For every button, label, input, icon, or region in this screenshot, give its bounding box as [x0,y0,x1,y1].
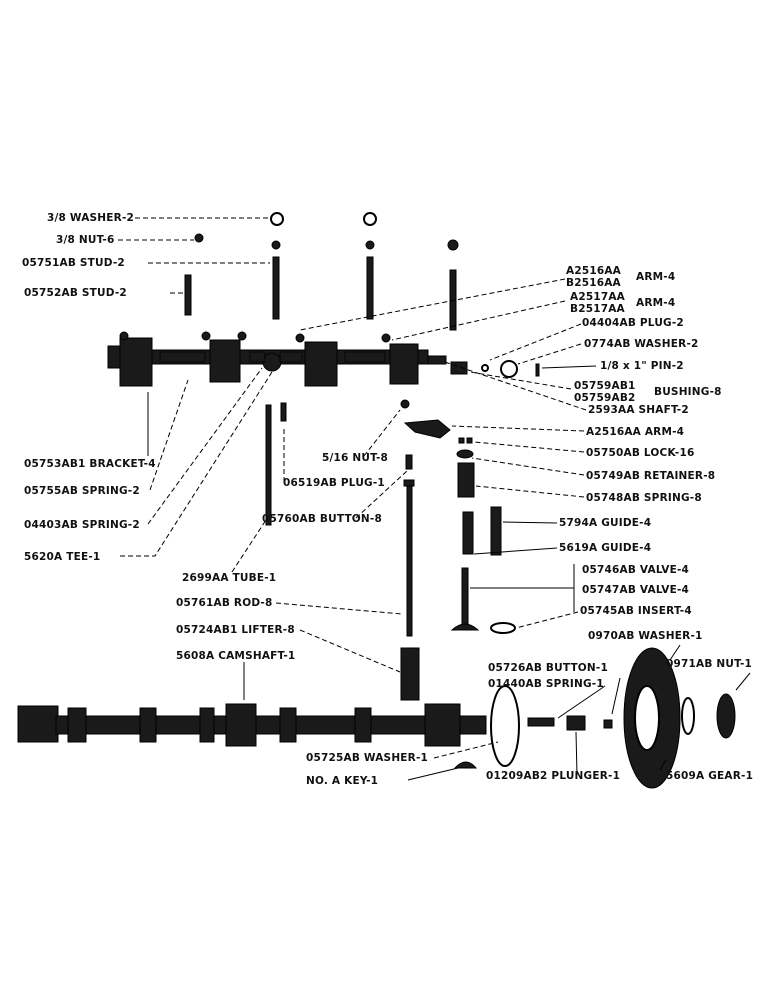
label-guide-5619: 5619A GUIDE-4 [559,542,652,554]
label-tube: 2699AA TUBE-1 [182,572,277,584]
cam-end-parts [453,685,520,769]
label-spring-05748: 05748AB SPRING-8 [586,492,702,504]
label-valve-05747: 05747AB VALVE-4 [582,584,690,596]
label-washer-0970: 0970AB WASHER-1 [588,630,703,642]
label-washer-0774: 0774AB WASHER-2 [584,338,699,350]
label-arm-b2517: B2517AA [570,303,625,315]
label-tee: 5620A TEE-1 [24,551,101,563]
label-gear: 5609A GEAR-1 [666,770,754,782]
shaft-end-parts [450,360,540,378]
tube-parts [265,402,287,526]
camshaft-part [17,703,487,747]
label-arm-group-1: ARM-4 [636,271,676,283]
label-washer-05725: 05725AB WASHER-1 [306,752,429,764]
label-spring-05755: 05755AB SPRING-2 [24,485,140,497]
stud-parts [184,256,457,331]
valve-train-parts [400,399,516,634]
gear-parts [623,647,736,789]
rocker-shaft-assembly [107,331,447,387]
label-arm-a2517: A2517AA [570,291,626,303]
label-lock: 05750AB LOCK-16 [586,447,695,459]
label-camshaft: 5608A CAMSHAFT-1 [176,650,296,662]
label-arm-b2516: B2516AA [566,277,621,289]
label-guide-5794: 5794A GUIDE-4 [559,517,652,529]
label-valve-05746: 05746AB VALVE-4 [582,564,690,576]
label-nut-3-8: 3/8 NUT-6 [56,234,115,246]
label-plug-06519: 06519AB PLUG-1 [283,477,385,489]
label-spring-01440: 01440AB SPRING-1 [488,678,604,690]
label-spring-04403: 04403AB SPRING-2 [24,519,140,531]
plunger-parts [527,715,613,731]
label-stud-05751: 05751AB STUD-2 [22,257,125,269]
lifter-parts [400,454,420,701]
label-key: NO. A KEY-1 [306,775,379,787]
label-washer-3-8: 3/8 WASHER-2 [47,212,135,224]
label-insert: 05745AB INSERT-4 [580,605,692,617]
label-nut-0971: 0971AB NUT-1 [666,658,753,670]
label-plunger: 01209AB2 PLUNGER-1 [486,770,621,782]
label-bracket: 05753AB1 BRACKET-4 [24,458,156,470]
label-lifter: 05724AB1 LIFTER-8 [176,624,295,636]
label-arm-group-2: ARM-4 [636,297,676,309]
label-pin: 1/8 x 1" PIN-2 [600,360,684,372]
label-button-05726: 05726AB BUTTON-1 [488,662,608,674]
label-stud-05752: 05752AB STUD-2 [24,287,127,299]
label-rod: 05761AB ROD-8 [176,597,273,609]
leader-lines [118,217,751,781]
label-bushing-2: 05759AB2 [574,392,636,404]
label-arm-a2516: A2516AA [566,265,622,277]
label-bushing-group: BUSHING-8 [654,386,722,398]
label-nut-5-16: 5/16 NUT-8 [322,452,389,464]
label-arm-single: A2516AA ARM-4 [586,426,685,438]
label-retainer: 05749AB RETAINER-8 [586,470,716,482]
label-button-05760: 05760AB BUTTON-8 [262,513,382,525]
washer-parts [194,212,459,251]
label-bushing-1: 05759AB1 [574,380,636,392]
label-shaft: 2593AA SHAFT-2 [588,404,689,416]
label-plug-04404: 04404AB PLUG-2 [582,317,684,329]
